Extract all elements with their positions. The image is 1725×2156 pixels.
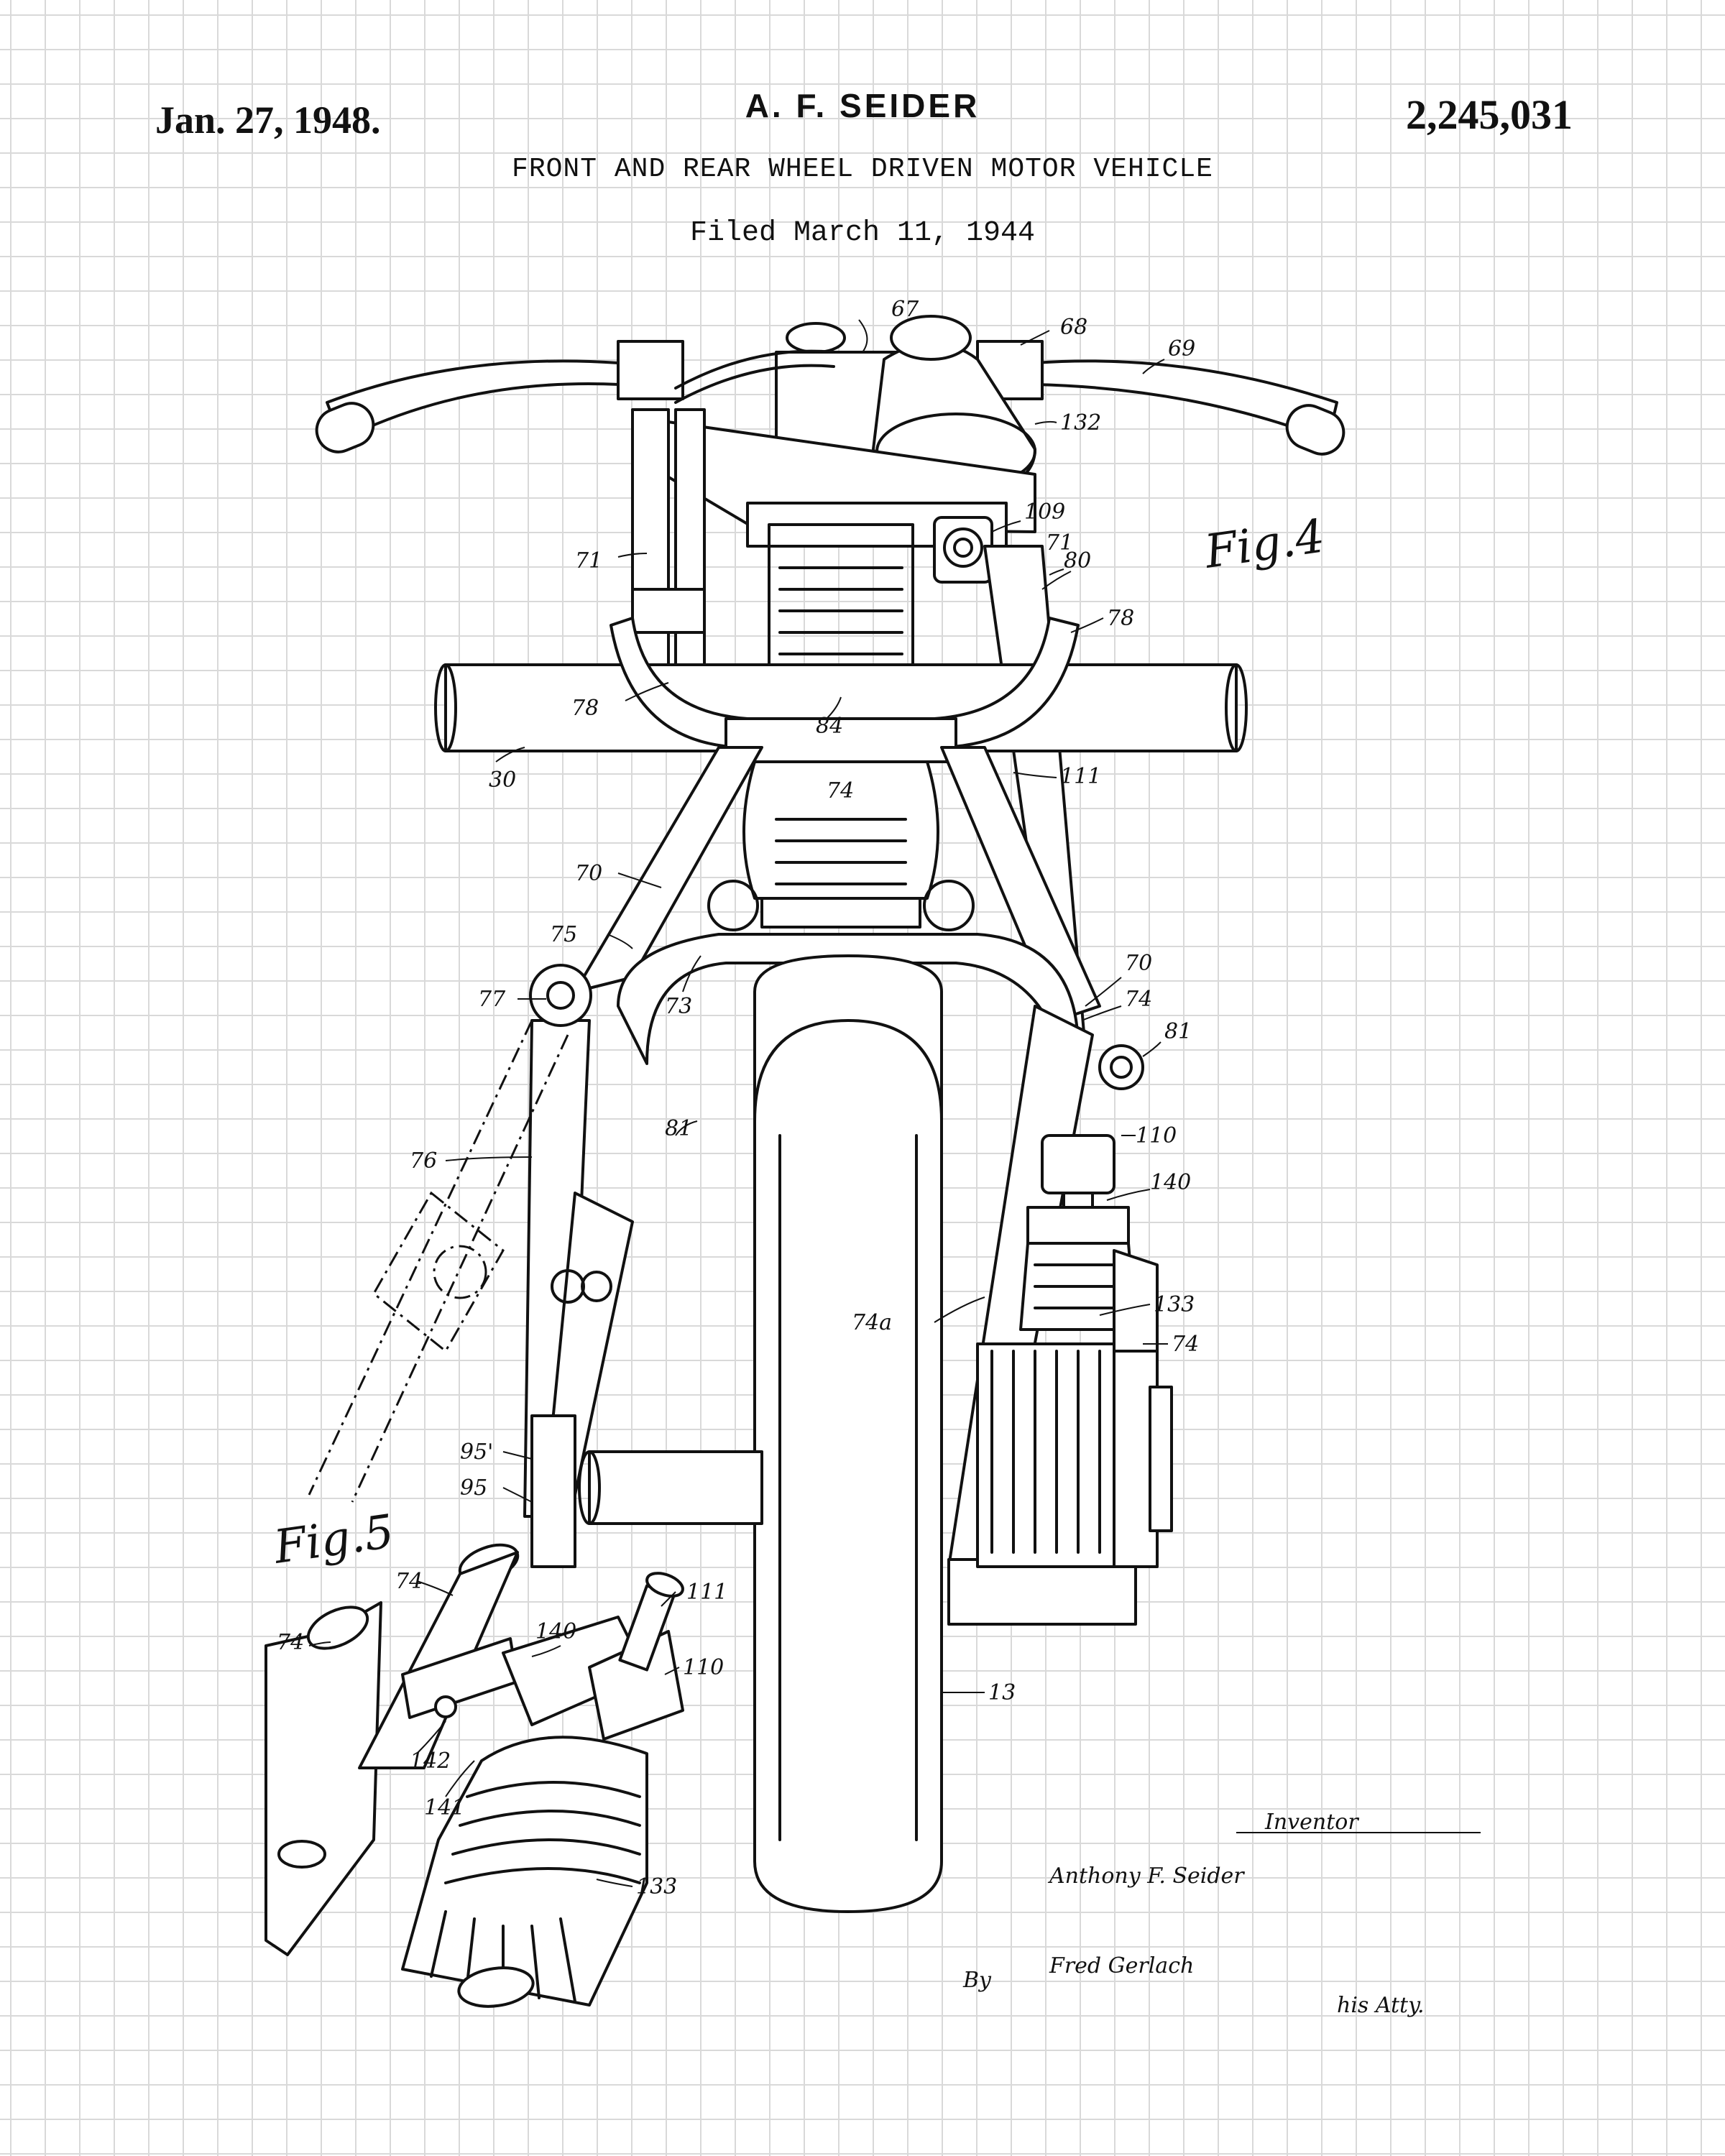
ref-label: 133 bbox=[636, 1874, 677, 1899]
ref-label: 132 bbox=[1060, 410, 1101, 436]
ref-label: 76 bbox=[410, 1148, 437, 1174]
reference-numerals: 67 68 69 132 109 71 71 80 78 78 84 30 11… bbox=[277, 297, 1199, 1899]
filed-date: Filed March 11, 1944 bbox=[689, 217, 1036, 249]
ref-label: 81 bbox=[1164, 1019, 1192, 1044]
ref-label: 95 bbox=[460, 1475, 487, 1501]
inventor-name: A. F. SEIDER bbox=[745, 87, 980, 124]
ref-label: 74 bbox=[1125, 987, 1152, 1012]
front-wheel bbox=[753, 954, 943, 1913]
ref-label: 67 bbox=[891, 297, 919, 322]
invention-title: FRONT AND REAR WHEEL DRIVEN MOTOR VEHICL… bbox=[512, 154, 1213, 185]
ref-label: 78 bbox=[1107, 606, 1134, 631]
ref-label: 68 bbox=[1060, 315, 1087, 340]
ref-label: 133 bbox=[1154, 1292, 1195, 1317]
fig5-detail bbox=[264, 1543, 684, 2008]
by-label: By bbox=[962, 1968, 992, 1993]
ref-label: 71 bbox=[575, 548, 602, 573]
ref-label: 141 bbox=[424, 1795, 465, 1820]
fig4-caption: Fig.4 bbox=[1201, 510, 1328, 579]
attorney-signature: Fred Gerlach bbox=[1049, 1953, 1194, 1978]
ref-label: 70 bbox=[1125, 951, 1152, 976]
attorney-role: his Atty. bbox=[1337, 1993, 1425, 2018]
axle-hub bbox=[530, 1414, 1137, 1626]
lower-spring bbox=[724, 717, 957, 929]
ref-label: 80 bbox=[1064, 548, 1091, 573]
ref-label: 69 bbox=[1168, 336, 1195, 361]
ref-label: 74 bbox=[277, 1630, 304, 1655]
phantom-arm bbox=[308, 1020, 569, 1503]
ref-label: 75 bbox=[550, 922, 577, 947]
ref-label: 13 bbox=[988, 1680, 1016, 1705]
ref-label: 95' bbox=[460, 1439, 493, 1465]
ref-label: 140 bbox=[1150, 1170, 1191, 1195]
patent-number: 2,245,031 bbox=[1406, 91, 1573, 138]
ref-label: 30 bbox=[489, 768, 516, 793]
ref-label: 73 bbox=[665, 994, 692, 1019]
ref-label: 140 bbox=[535, 1619, 576, 1644]
leader-lines bbox=[308, 319, 1168, 1887]
fig5-caption: Fig.5 bbox=[270, 1505, 397, 1575]
ref-label: 110 bbox=[683, 1655, 724, 1680]
ref-label: 109 bbox=[1024, 499, 1065, 525]
ref-label: 110 bbox=[1136, 1123, 1177, 1148]
signature-block: Inventor Anthony F. Seider By Fred Gerla… bbox=[962, 1810, 1481, 2018]
ref-label: 74a bbox=[852, 1310, 892, 1335]
ref-label: 77 bbox=[478, 987, 506, 1012]
ref-label: 74 bbox=[827, 778, 854, 803]
ref-label: 71 bbox=[1046, 530, 1073, 556]
ref-label: 81 bbox=[665, 1116, 692, 1141]
ref-label: 78 bbox=[571, 696, 599, 721]
yoke bbox=[610, 617, 1080, 749]
ref-label: 74 bbox=[1172, 1332, 1199, 1357]
ref-label: 84 bbox=[816, 714, 843, 739]
patent-date: Jan. 27, 1948. bbox=[155, 98, 381, 142]
ref-label: 111 bbox=[1060, 764, 1101, 789]
ref-label: 142 bbox=[410, 1749, 451, 1774]
ref-label: 111 bbox=[686, 1580, 727, 1605]
ref-label: 70 bbox=[575, 861, 602, 886]
inventor-signature: Anthony F. Seider bbox=[1047, 1864, 1245, 1889]
ref-label: 74 bbox=[395, 1569, 423, 1594]
inventor-heading: Inventor bbox=[1264, 1810, 1359, 1835]
drive-unit bbox=[976, 1134, 1173, 1568]
